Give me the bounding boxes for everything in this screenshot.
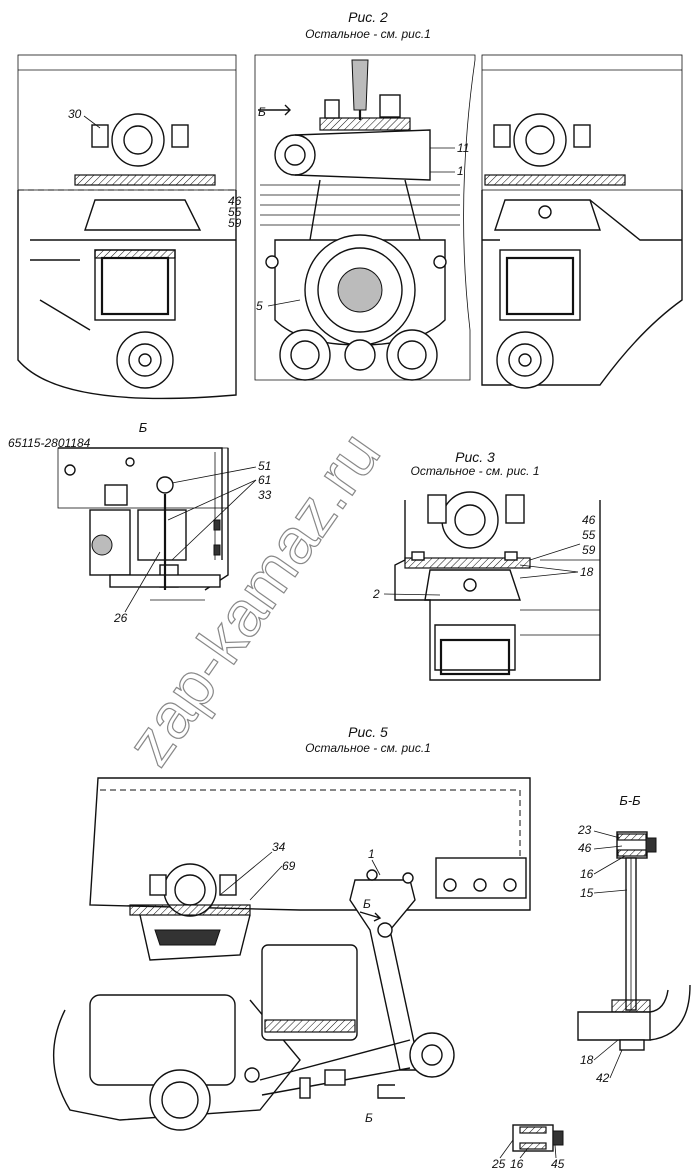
detail-B-callout-33: 33	[258, 488, 272, 502]
section-callout-25: 25	[491, 1157, 506, 1171]
fig5-callout-34: 34	[272, 840, 286, 854]
fig2-callout-11: 11	[457, 141, 469, 155]
section-callout-45: 45	[551, 1157, 565, 1171]
detail-B-callout-26: 26	[113, 611, 128, 625]
figure-5: Рис. 5 Остальное - см. рис.1 34	[52, 724, 531, 1131]
section-callout-23: 23	[577, 823, 592, 837]
fig2-right-panel	[481, 54, 683, 389]
section-callout-15: 15	[580, 886, 594, 900]
figure-3-title: Рис. 3	[455, 449, 495, 465]
figure-2-subtitle: Остальное - см. рис.1	[305, 27, 431, 41]
fig2-callout-59: 59	[228, 216, 242, 230]
fig5-callout-B-top: Б	[363, 897, 371, 911]
detail-B: Б 65115-2801184 51 61 33 26	[8, 420, 272, 625]
section-callout-16b: 16	[510, 1157, 524, 1171]
fig3-callout-55: 55	[582, 528, 596, 542]
fig2-callout-30: 30	[68, 107, 82, 121]
fig2-callout-1: 1	[457, 164, 464, 178]
fig5-callout-1: 1	[368, 847, 375, 861]
section-B-B: Б-Б 23 46 16 15 18 42 25 16 45	[491, 793, 691, 1171]
section-callout-16: 16	[580, 867, 594, 881]
detail-B-callout-61: 61	[258, 473, 271, 487]
section-B-B-title: Б-Б	[619, 793, 641, 808]
fig5-callout-B-bottom: Б	[365, 1111, 373, 1125]
fig3-callout-46: 46	[582, 513, 596, 527]
figure-5-subtitle: Остальное - см. рис.1	[305, 741, 431, 755]
fig3-callout-59: 59	[582, 543, 596, 557]
figure-2-title: Рис. 2	[348, 9, 388, 25]
figure-5-title: Рис. 5	[348, 724, 388, 740]
detail-B-callout-51: 51	[258, 459, 271, 473]
detail-B-title: Б	[139, 420, 148, 435]
fig2-center-panel	[254, 54, 476, 381]
fig3-callout-18: 18	[580, 565, 594, 579]
fig5-callout-69: 69	[282, 859, 296, 873]
fig2-callout-B: Б	[258, 105, 266, 119]
fig2-callout-5: 5	[256, 299, 263, 313]
fig2-callout-46: 46	[228, 194, 242, 208]
fig3-callout-2: 2	[372, 587, 380, 601]
section-callout-46: 46	[578, 841, 592, 855]
detail-B-part-number: 65115-2801184	[8, 436, 91, 450]
figure-3: Рис. 3 Остальное - см. рис. 1 46 55 59 1…	[372, 449, 601, 681]
section-callout-18: 18	[580, 1053, 594, 1067]
figure-3-subtitle: Остальное - см. рис. 1	[410, 464, 539, 478]
fig2-callout-55: 55	[228, 205, 242, 219]
figure-2: Рис. 2 Остальное - см. рис.1	[17, 9, 683, 400]
fig2-left-panel	[17, 54, 237, 400]
section-callout-42: 42	[596, 1071, 610, 1085]
